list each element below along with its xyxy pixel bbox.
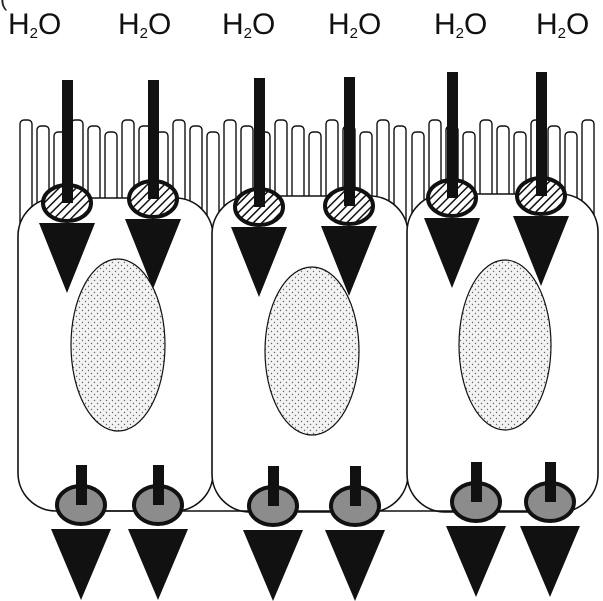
basal-arrowhead xyxy=(446,526,506,597)
apical-arrow-shaft xyxy=(536,72,547,196)
nucleus xyxy=(265,267,359,435)
basal-arrowhead xyxy=(51,529,111,600)
basal-arrow-shaft xyxy=(76,465,87,505)
basal-arrow-shaft xyxy=(268,466,279,506)
basal-arrow-shaft xyxy=(471,462,482,502)
nucleus xyxy=(459,260,551,430)
basal-arrowhead xyxy=(520,526,580,597)
basal-arrowhead xyxy=(128,529,188,600)
nucleus xyxy=(71,259,165,431)
apical-arrow-shaft xyxy=(447,72,458,198)
basal-arrow-shaft xyxy=(350,466,361,506)
apical-arrow-shaft xyxy=(254,78,265,207)
basal-arrowhead xyxy=(325,530,385,601)
basal-arrowhead xyxy=(243,530,303,601)
apical-arrow-shaft xyxy=(344,77,355,206)
basal-arrow-shaft xyxy=(545,462,556,502)
apical-arrow-shaft xyxy=(62,80,73,203)
nuclei xyxy=(71,259,551,435)
basal-arrow-shaft xyxy=(153,465,164,505)
apical-arrow-shaft xyxy=(148,80,159,199)
